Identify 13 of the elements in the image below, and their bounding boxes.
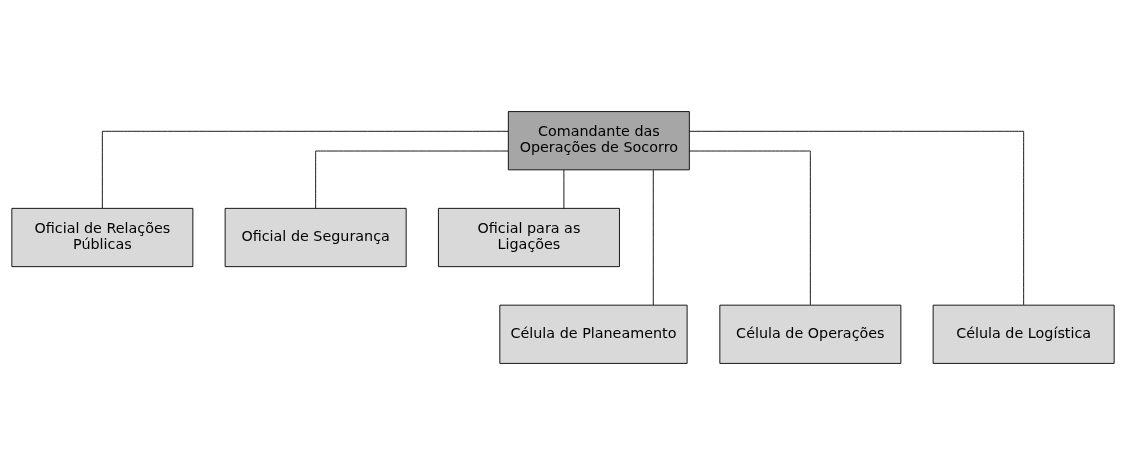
node-box: Célula de Planeamento <box>499 304 688 364</box>
node-box: Oficial para as Ligações <box>438 207 620 268</box>
connector <box>101 130 509 209</box>
node-box: Oficial de Relações Públicas <box>11 207 194 268</box>
connector <box>689 130 1025 306</box>
connector <box>652 169 654 306</box>
node-box: Comandante das Operações de Socorro <box>507 111 690 171</box>
node-box: Oficial de Segurança <box>224 207 407 268</box>
connector <box>689 150 811 306</box>
node-box: Célula de Logística <box>932 304 1115 364</box>
connector <box>563 169 565 209</box>
connector <box>315 150 509 209</box>
node-box: Célula de Operações <box>719 304 902 364</box>
